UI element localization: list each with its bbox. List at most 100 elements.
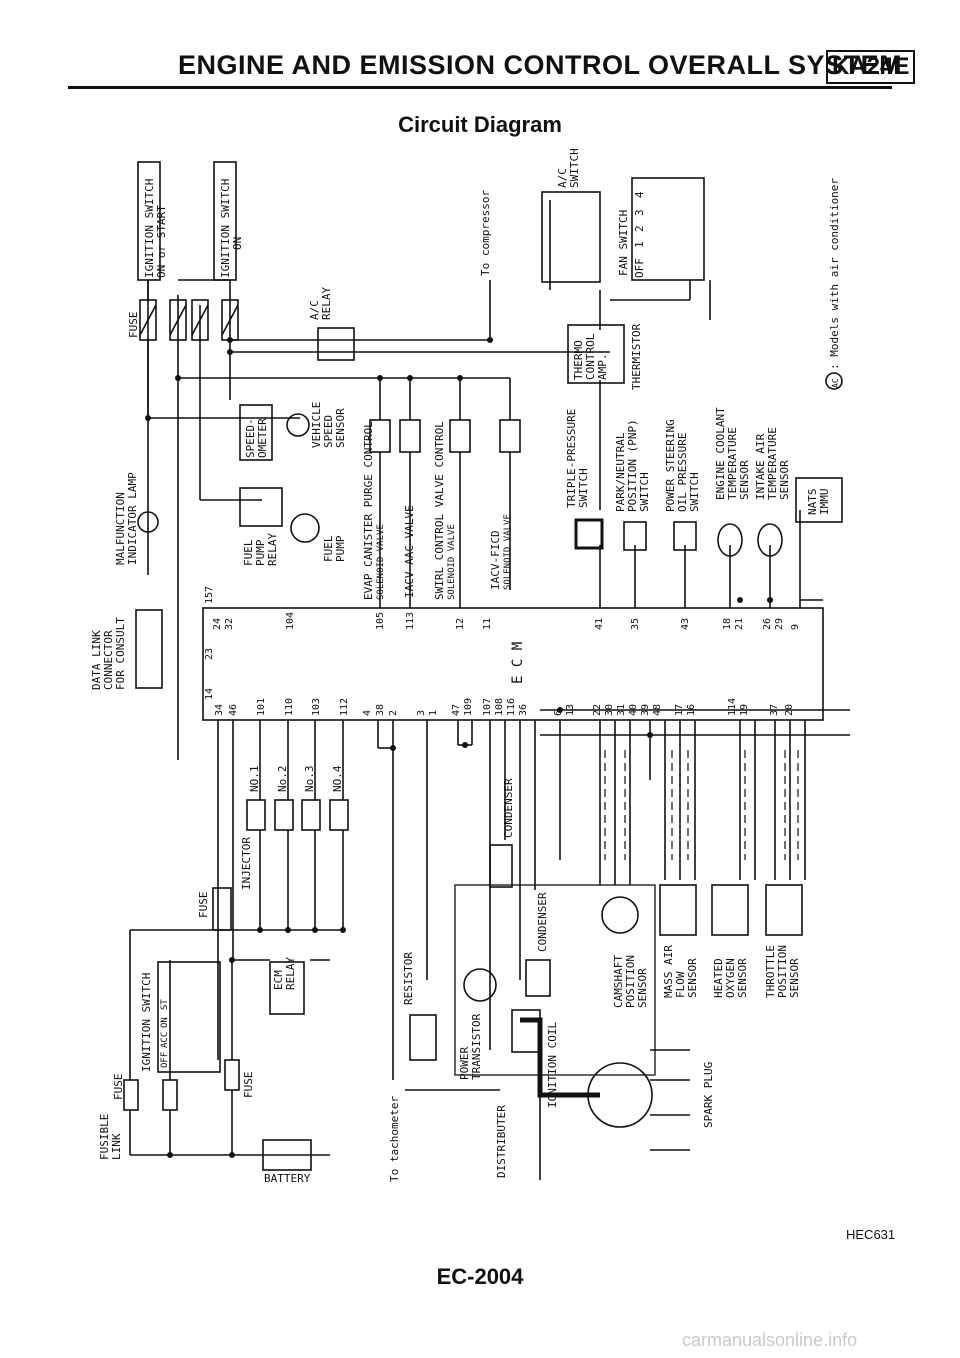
- pin-top: 24: [212, 618, 223, 630]
- ficd-l2: SOLENOID VALVE: [503, 514, 513, 590]
- ign-switch-on-l1: IGNITION SWITCH: [219, 179, 232, 278]
- mil-l2: INDICATOR LAMP: [126, 472, 139, 565]
- pin-top: 113: [405, 612, 416, 630]
- spark-plug-label: SPARK PLUG: [702, 1062, 715, 1128]
- ign-switch-on-start-l2: ON or START: [155, 205, 168, 278]
- ps-l2: OIL PRESSURE: [676, 433, 689, 512]
- swirl-l2: SOLENOID VALVE: [447, 524, 457, 600]
- pin-top: 9: [790, 624, 801, 630]
- ecm-box: [202, 607, 824, 721]
- ect-l3: SENSOR: [738, 460, 751, 500]
- pin-bottom: 13: [565, 704, 576, 716]
- ps-l3: SWITCH: [688, 472, 701, 512]
- ficd-l1: IACV-FICD: [489, 530, 502, 590]
- ignition-coil: [511, 1009, 541, 1053]
- pin-top: 29: [774, 618, 785, 630]
- pin-bottom: 3: [416, 710, 427, 716]
- condenser-1: [489, 844, 513, 888]
- power-transistor-l2: TRANSISTOR: [470, 1013, 483, 1080]
- ecm-pins: 157 23 14 24 32 104 105 113 12 11 41 35 …: [204, 586, 801, 716]
- fan-pos-off: OFF: [633, 258, 646, 278]
- ign-pos-acc: ACC: [160, 1032, 170, 1048]
- fusible-link-l1: FUSIBLE: [98, 1114, 111, 1160]
- fuel-pump-l1: FUEL: [322, 535, 335, 562]
- injector-no1: NO.1: [248, 766, 261, 793]
- ign-switch-on-start-box: [137, 161, 161, 281]
- pin-top: 11: [482, 618, 493, 630]
- iacv-aac-label: IACV-AAC VALVE: [403, 505, 416, 598]
- speedometer-l1: SPEED-: [244, 418, 257, 458]
- ac-switch-box: [541, 191, 601, 283]
- pin-bottom: 116: [506, 698, 517, 716]
- fuse-3: [191, 299, 209, 341]
- pin-bottom: 40: [628, 704, 639, 716]
- pin-bottom: 38: [375, 704, 386, 716]
- fan-pos-3: 3: [633, 209, 646, 216]
- fan-pos-4: 4: [633, 191, 646, 198]
- pin-bottom: 19: [739, 704, 750, 716]
- ps-l1: POWER STEERING: [664, 419, 677, 512]
- ac-note-badge-text: AC: [831, 378, 840, 388]
- battery-box: [262, 1139, 312, 1171]
- fuse-label-low-left: FUSE: [112, 1074, 125, 1101]
- evap-l1: EVAP CANISTER PURGE CONTROL: [362, 421, 375, 600]
- iat-l1: INTAKE AIR: [754, 433, 767, 500]
- fuel-pump-motor: [290, 513, 320, 543]
- fuel-pump-l2: PUMP: [334, 535, 347, 562]
- camshaft-l1: CAMSHAFT: [612, 955, 625, 1008]
- camshaft-l2: POSITION: [624, 955, 637, 1008]
- injector-4: [329, 799, 349, 831]
- fusible-link-2: [162, 1079, 178, 1111]
- fuse-5: [212, 887, 232, 931]
- ps-switch: [673, 521, 697, 551]
- thermo-amp-l1: THERMO: [572, 340, 585, 380]
- pin-top: 32: [224, 618, 235, 630]
- pnp-l2: POSITION (PNP): [626, 419, 639, 512]
- ign-switch-on-start-l1: IGNITION SWITCH: [143, 179, 156, 278]
- tps-l2: POSITION: [776, 945, 789, 998]
- pin-bottom: 36: [518, 704, 529, 716]
- pin-top: 104: [285, 612, 296, 630]
- data-link-l1: DATA LINK: [90, 630, 103, 690]
- pin-bottom: 4: [362, 710, 373, 716]
- fan-switch-label: FAN SWITCH: [617, 210, 630, 276]
- condenser-2: [525, 959, 551, 997]
- power-transistor: [463, 968, 497, 1002]
- pin-bottom: 6: [553, 710, 564, 716]
- ign-switch-label: IGNITION SWITCH: [140, 973, 153, 1072]
- pin-bottom: 107: [482, 698, 493, 716]
- pin-bottom: 1: [428, 710, 439, 716]
- header-rule: [68, 86, 892, 89]
- ign-pos-off: OFF: [160, 1052, 170, 1068]
- nats-l1: NATS: [806, 489, 819, 516]
- pnp-switch: [623, 521, 647, 551]
- condenser-label-2: CONDENSER: [536, 892, 549, 952]
- speed-sensor-circle: [286, 413, 310, 437]
- maf-l2: FLOW: [674, 971, 687, 998]
- labels: IGNITION SWITCH ON or START IGNITION SWI…: [90, 148, 841, 1185]
- maf-sensor: [659, 884, 697, 936]
- ac-note-badge: [825, 372, 843, 390]
- pnp-l1: PARK/NEUTRAL: [614, 432, 627, 512]
- evap-l2: SOLENOID VALVE: [376, 524, 386, 600]
- tps-l1: THROTTLE: [764, 945, 777, 998]
- ignition-switch-box: [157, 961, 221, 1073]
- fusible-link-l2: LINK: [110, 1133, 123, 1160]
- pin-bottom: 108: [494, 698, 505, 716]
- fan-pos-2: 2: [633, 225, 646, 232]
- ac-relay: [317, 327, 355, 361]
- swirl-solenoid: [449, 419, 471, 453]
- injector-2: [274, 799, 294, 831]
- ect-sensor: [717, 523, 743, 557]
- thermo-amp-l2: CONTROL: [584, 333, 597, 380]
- fuel-pump-relay-l2: PUMP: [254, 539, 267, 566]
- resistor-label: RESISTOR: [402, 952, 415, 1005]
- iat-l3: SENSOR: [778, 460, 791, 500]
- pin-top: 14: [204, 688, 215, 700]
- pnp-l3: SWITCH: [638, 472, 651, 512]
- thermistor-label: THERMISTOR: [630, 323, 643, 390]
- page-number: EC-2004: [436, 1264, 524, 1289]
- pin-top: 26: [762, 618, 773, 630]
- tps-l3: SENSOR: [788, 958, 801, 998]
